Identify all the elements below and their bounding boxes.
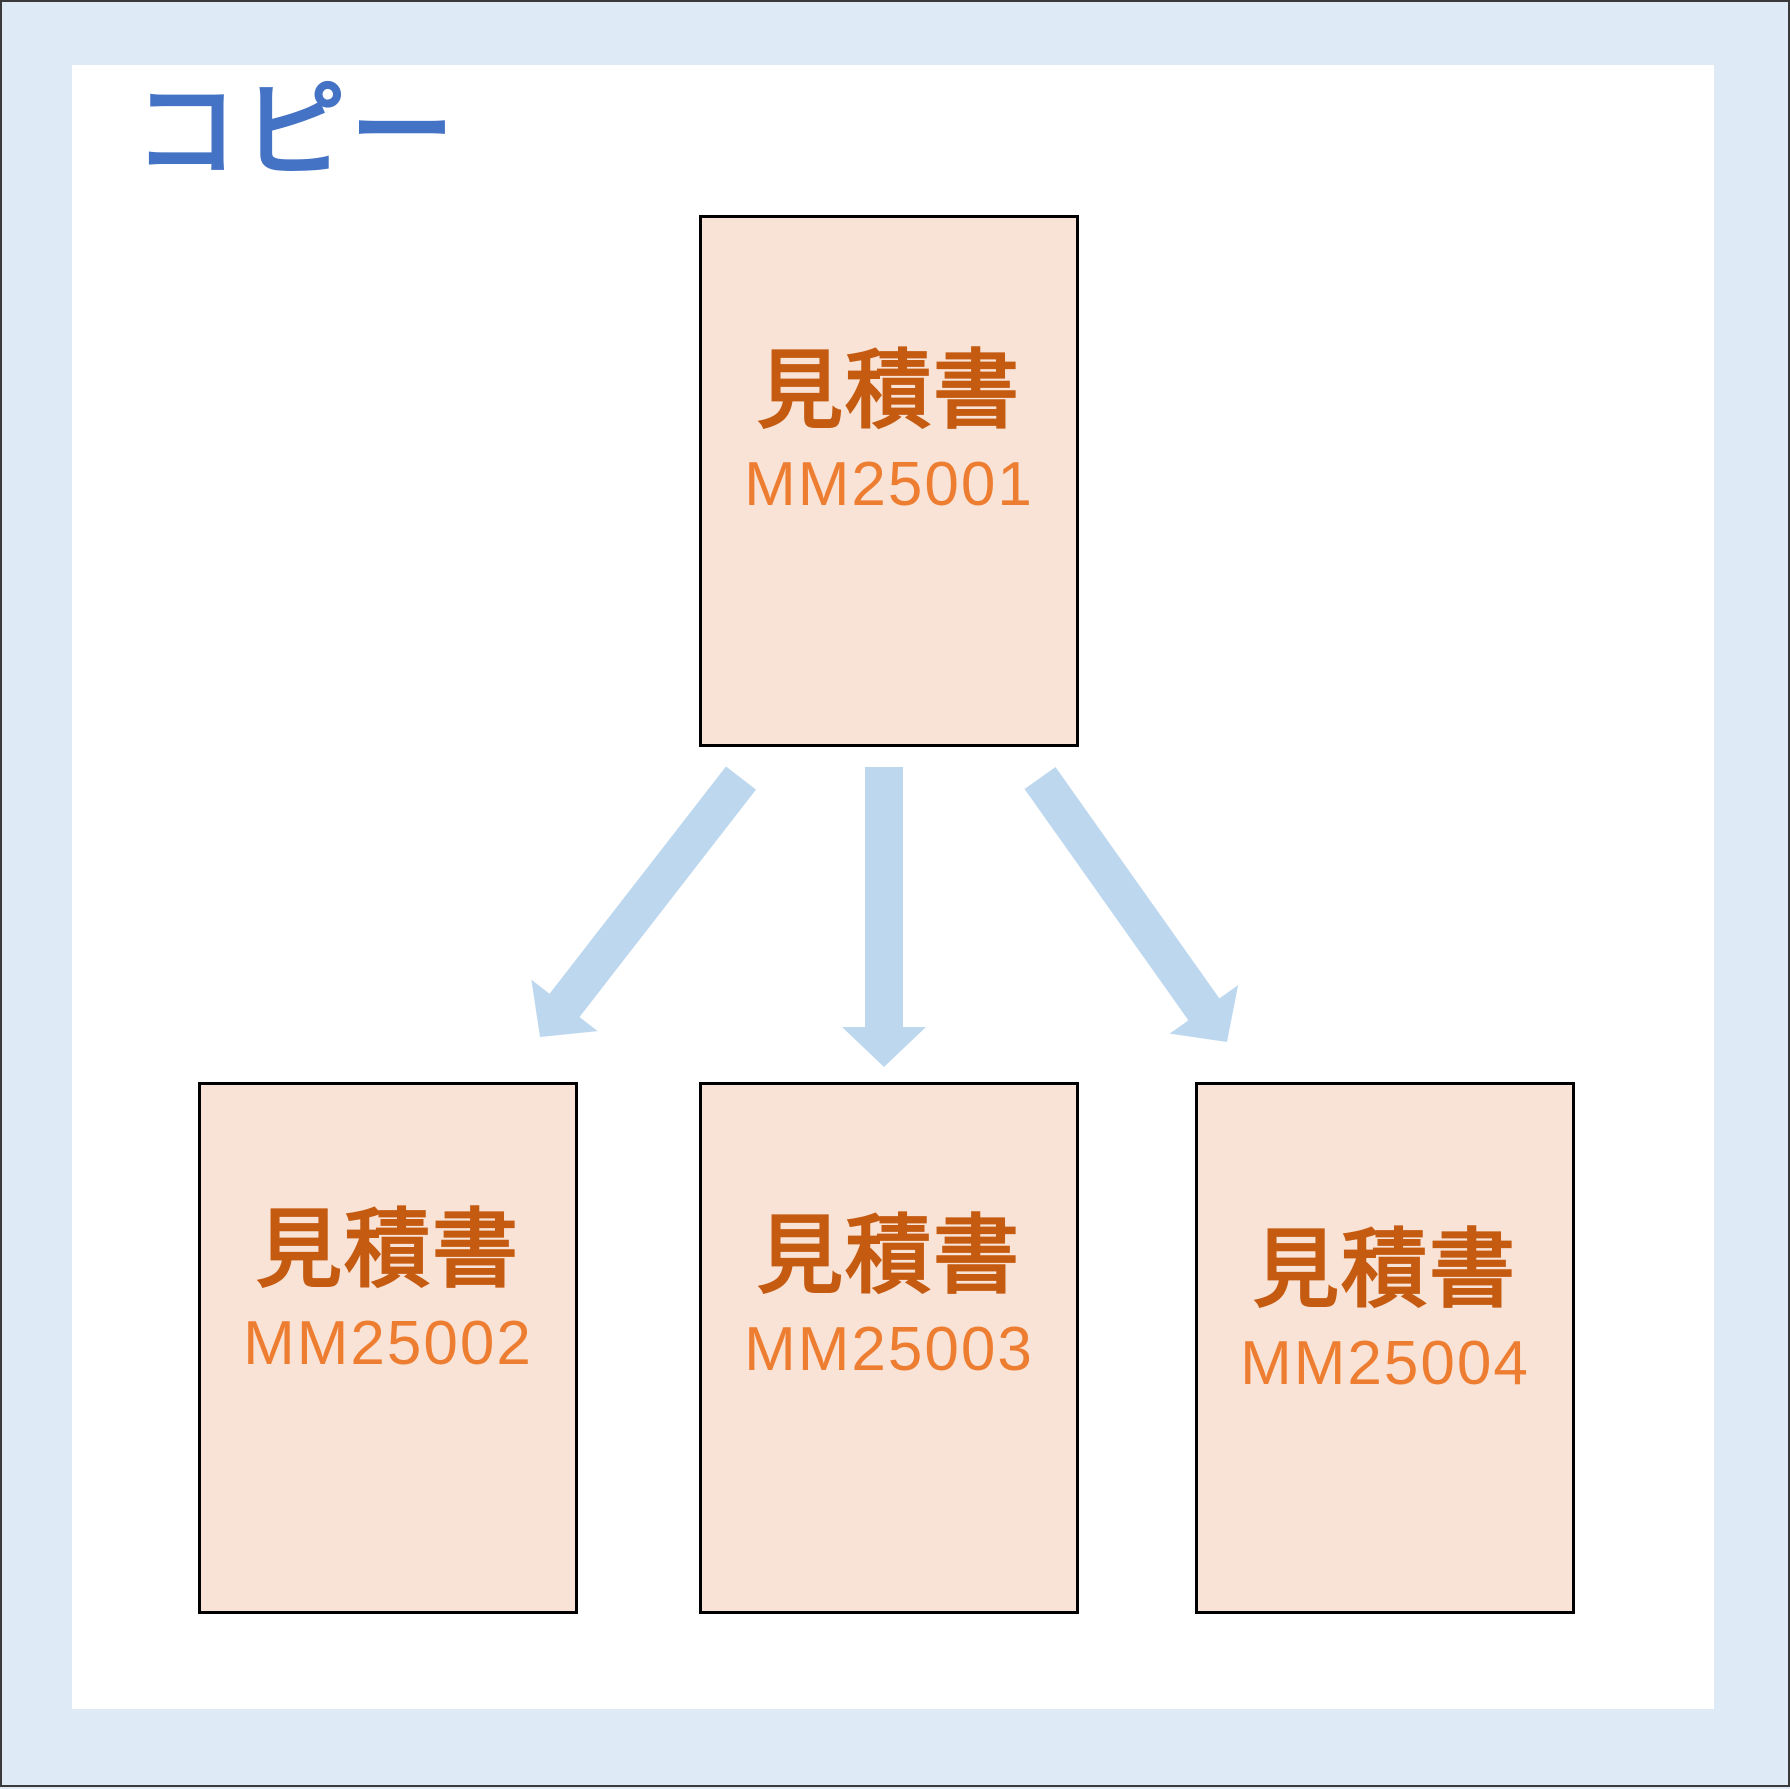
copy-document: 見積書 MM25004 [1195, 1082, 1575, 1614]
arrow-to-mm25002 [531, 766, 757, 1037]
document-label: 見積書 [757, 341, 1021, 441]
arrow-to-mm25003 [842, 767, 926, 1067]
document-code: MM25003 [744, 1315, 1034, 1384]
copy-document: 見積書 MM25002 [198, 1082, 578, 1614]
document-code: MM25004 [1240, 1329, 1530, 1398]
document-code: MM25002 [243, 1309, 533, 1378]
diagram-title: コピー [134, 70, 459, 192]
source-document: 見積書 MM25001 [699, 215, 1079, 747]
document-label: 見積書 [1253, 1220, 1517, 1320]
arrow-to-mm25004 [1024, 767, 1239, 1042]
document-label: 見積書 [256, 1200, 520, 1300]
document-code: MM25001 [744, 450, 1034, 519]
copy-document: 見積書 MM25003 [699, 1082, 1079, 1614]
document-label: 見積書 [757, 1206, 1021, 1306]
